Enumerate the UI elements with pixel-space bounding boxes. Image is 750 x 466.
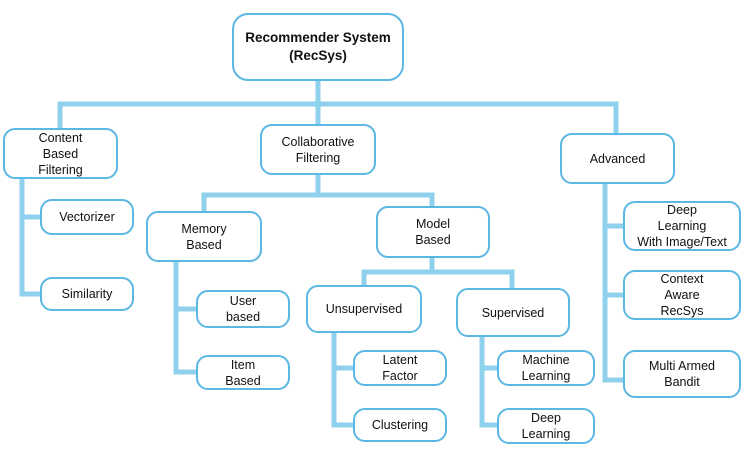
node-clustering: Clustering	[353, 408, 447, 442]
node-deep-learning-image-text: Deep Learning With Image/Text	[623, 201, 741, 251]
node-item-based: Item Based	[196, 355, 290, 390]
node-deep-learning: Deep Learning	[497, 408, 595, 444]
node-memory-based: Memory Based	[146, 211, 262, 262]
node-recommender-system: Recommender System (RecSys)	[232, 13, 404, 81]
node-multi-armed-bandit: Multi Armed Bandit	[623, 350, 741, 398]
node-model-based: Model Based	[376, 206, 490, 258]
node-latent-factor: Latent Factor	[353, 350, 447, 386]
node-advanced: Advanced	[560, 133, 675, 184]
node-similarity: Similarity	[40, 277, 134, 311]
node-machine-learning: Machine Learning	[497, 350, 595, 386]
node-vectorizer: Vectorizer	[40, 199, 134, 235]
node-collaborative-filtering: Collaborative Filtering	[260, 124, 376, 175]
node-user-based: User based	[196, 290, 290, 328]
node-supervised: Supervised	[456, 288, 570, 337]
node-context-aware-recsys: Context Aware RecSys	[623, 270, 741, 320]
node-content-based-filtering: Content Based Filtering	[3, 128, 118, 179]
node-unsupervised: Unsupervised	[306, 285, 422, 333]
